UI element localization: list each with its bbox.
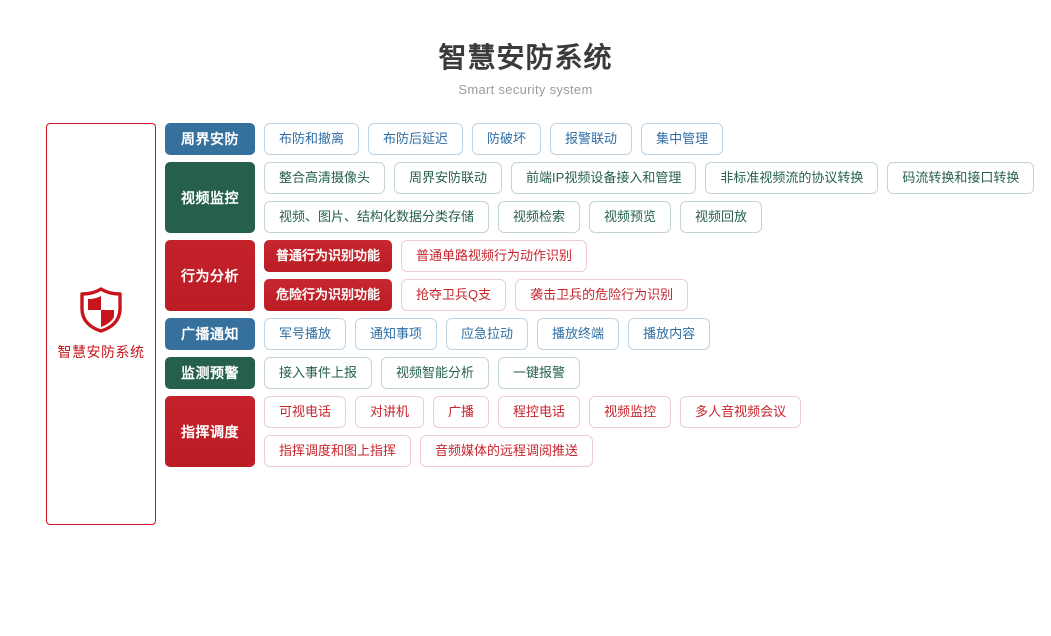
- item-pill[interactable]: 应急拉动: [446, 318, 529, 350]
- item-pill[interactable]: 前端IP视频设备接入和管理: [511, 162, 697, 194]
- items-monitoring-alert: 接入事件上报 视频智能分析 一键报警: [264, 357, 581, 389]
- items-line: 指挥调度和图上指挥 音频媒体的远程调阅推送: [264, 435, 801, 467]
- item-pill[interactable]: 可视电话: [264, 396, 347, 428]
- items-broadcast-notification: 军号播放 通知事项 应急拉动 播放终端 播放内容: [264, 318, 711, 350]
- shield-icon: [79, 286, 123, 333]
- page-title: 智慧安防系统: [438, 42, 613, 73]
- item-pill[interactable]: 视频预览: [589, 201, 672, 233]
- items-video-surveillance: 整合高清摄像头 周界安防联动 前端IP视频设备接入和管理 非标准视频流的协议转换…: [264, 162, 1035, 233]
- item-pill[interactable]: 对讲机: [355, 396, 425, 428]
- item-pill[interactable]: 通知事项: [355, 318, 438, 350]
- category-label-command-dispatch[interactable]: 指挥调度: [165, 396, 255, 467]
- item-pill[interactable]: 接入事件上报: [264, 357, 373, 389]
- items-line: 整合高清摄像头 周界安防联动 前端IP视频设备接入和管理 非标准视频流的协议转换…: [264, 162, 1035, 194]
- item-pill[interactable]: 抢夺卫兵Q支: [401, 279, 507, 311]
- subcategory-label[interactable]: 危险行为识别功能: [264, 279, 393, 311]
- row-perimeter-security: 周界安防 布防和撤离 布防后延迟 防破坏 报警联动 集中管理: [165, 123, 1034, 155]
- item-pill[interactable]: 普通单路视频行为动作识别: [401, 240, 588, 272]
- item-pill[interactable]: 视频、图片、结构化数据分类存储: [264, 201, 490, 233]
- items-command-dispatch: 可视电话 对讲机 广播 程控电话 视频监控 多人音视频会议 指挥调度和图上指挥 …: [264, 396, 802, 467]
- items-line: 接入事件上报 视频智能分析 一键报警: [264, 357, 581, 389]
- item-pill[interactable]: 视频监控: [589, 396, 672, 428]
- subgroup-dangerous-behavior: 危险行为识别功能 抢夺卫兵Q支 袭击卫兵的危险行为识别: [264, 279, 689, 311]
- item-pill[interactable]: 播放终端: [537, 318, 620, 350]
- row-broadcast-notification: 广播通知 军号播放 通知事项 应急拉动 播放终端 播放内容: [165, 318, 1034, 350]
- item-pill[interactable]: 视频智能分析: [381, 357, 490, 389]
- subcategory-label[interactable]: 普通行为识别功能: [264, 240, 393, 272]
- item-pill[interactable]: 音频媒体的远程调阅推送: [420, 435, 594, 467]
- item-pill[interactable]: 袭击卫兵的危险行为识别: [515, 279, 689, 311]
- item-pill[interactable]: 整合高清摄像头: [264, 162, 386, 194]
- subgroup-list: 普通行为识别功能 普通单路视频行为动作识别 危险行为识别功能 抢夺卫兵Q支 袭击…: [264, 240, 689, 311]
- item-pill[interactable]: 码流转换和接口转换: [887, 162, 1035, 194]
- item-pill[interactable]: 军号播放: [264, 318, 347, 350]
- capability-diagram: 智慧安防系统 周界安防 布防和撤离 布防后延迟 防破坏 报警联动 集中管理 视频…: [0, 123, 1051, 525]
- item-pill[interactable]: 防破坏: [472, 123, 542, 155]
- item-pill[interactable]: 视频检索: [498, 201, 581, 233]
- row-command-dispatch: 指挥调度 可视电话 对讲机 广播 程控电话 视频监控 多人音视频会议 指挥调度和…: [165, 396, 1034, 467]
- page-subtitle: Smart security system: [458, 82, 593, 97]
- row-monitoring-alert: 监测预警 接入事件上报 视频智能分析 一键报警: [165, 357, 1034, 389]
- item-pill[interactable]: 周界安防联动: [394, 162, 503, 194]
- item-pill[interactable]: 指挥调度和图上指挥: [264, 435, 412, 467]
- item-pill[interactable]: 布防和撤离: [264, 123, 360, 155]
- item-pill[interactable]: 广播: [433, 396, 490, 428]
- category-label-video-surveillance[interactable]: 视频监控: [165, 162, 255, 233]
- items-line: 军号播放 通知事项 应急拉动 播放终端 播放内容: [264, 318, 711, 350]
- item-pill[interactable]: 播放内容: [628, 318, 711, 350]
- root-system-panel: 智慧安防系统: [46, 123, 156, 525]
- items-perimeter-security: 布防和撤离 布防后延迟 防破坏 报警联动 集中管理: [264, 123, 724, 155]
- page-header: 智慧安防系统 Smart security system: [0, 0, 1051, 97]
- item-pill[interactable]: 程控电话: [498, 396, 581, 428]
- item-pill[interactable]: 报警联动: [550, 123, 633, 155]
- item-pill[interactable]: 视频回放: [680, 201, 763, 233]
- row-behavior-analysis: 行为分析 普通行为识别功能 普通单路视频行为动作识别 危险行为识别功能 抢夺卫兵…: [165, 240, 1034, 311]
- category-label-behavior-analysis[interactable]: 行为分析: [165, 240, 255, 311]
- category-label-perimeter-security[interactable]: 周界安防: [165, 123, 255, 155]
- items-line: 视频、图片、结构化数据分类存储 视频检索 视频预览 视频回放: [264, 201, 1034, 233]
- item-pill[interactable]: 非标准视频流的协议转换: [705, 162, 879, 194]
- category-label-monitoring-alert[interactable]: 监测预警: [165, 357, 255, 389]
- item-pill[interactable]: 布防后延迟: [368, 123, 464, 155]
- item-pill[interactable]: 多人音视频会议: [680, 396, 802, 428]
- items-line: 布防和撤离 布防后延迟 防破坏 报警联动 集中管理: [264, 123, 724, 155]
- items-behavior-analysis: 普通行为识别功能 普通单路视频行为动作识别 危险行为识别功能 抢夺卫兵Q支 袭击…: [264, 240, 689, 311]
- category-label-broadcast-notification[interactable]: 广播通知: [165, 318, 255, 350]
- subgroup-normal-behavior: 普通行为识别功能 普通单路视频行为动作识别: [264, 240, 688, 272]
- items-line: 可视电话 对讲机 广播 程控电话 视频监控 多人音视频会议: [264, 396, 802, 428]
- item-pill[interactable]: 一键报警: [498, 357, 581, 389]
- category-rows: 周界安防 布防和撤离 布防后延迟 防破坏 报警联动 集中管理 视频监控 整合高清…: [165, 123, 1035, 525]
- item-pill[interactable]: 集中管理: [641, 123, 724, 155]
- root-system-label: 智慧安防系统: [57, 343, 145, 360]
- row-video-surveillance: 视频监控 整合高清摄像头 周界安防联动 前端IP视频设备接入和管理 非标准视频流…: [165, 162, 1035, 233]
